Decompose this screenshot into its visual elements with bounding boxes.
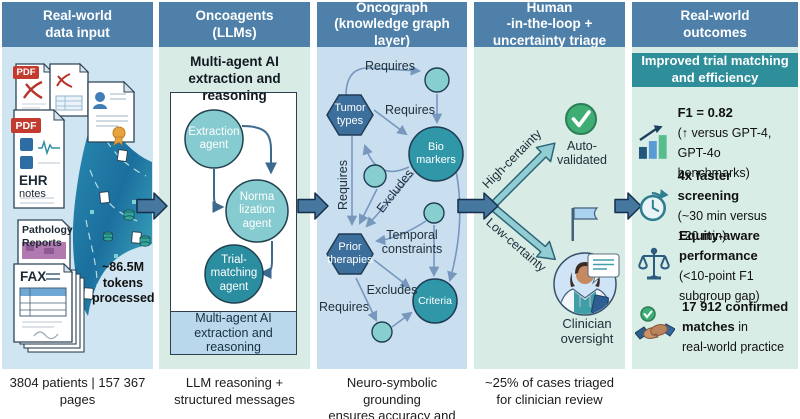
edge-label-requires-top: Requires [364, 59, 416, 73]
ehr-notes-label: notes [19, 188, 46, 200]
edge-label-excludes-lower: Excludes [366, 283, 418, 297]
caption-data-input: 3804 patients | 157 367 pages [9, 375, 146, 407]
pathology-reports-label: Pathology Reports [22, 224, 73, 249]
pdf-badge: PDF [13, 66, 39, 79]
scale-icon [638, 248, 670, 280]
header-real-world-outcomes: Real-world outcomes [632, 2, 798, 47]
outcomes-banner: Improved trial matching and efficiency [632, 53, 798, 87]
panel-data-input [2, 47, 153, 369]
trial-matching-agent-label: Trial- matching agent [210, 254, 258, 293]
clinician-oversight-label: Clinician oversight [560, 316, 614, 346]
agents-box-footer: Multi-agent AI extraction and reasoning [171, 311, 296, 354]
auto-validated-label: Auto- validated [556, 139, 608, 167]
header-oncoagents: Oncoagents (LLMs) [159, 2, 310, 47]
caption-triage: ~25% of cases triaged for clinician revi… [485, 375, 614, 407]
fax-label: FAX [20, 269, 47, 284]
outcome-text: 17 912 confirmed matches in real-world p… [682, 299, 789, 355]
normalization-agent-label: Norma lization agent [239, 191, 275, 230]
tumor-types-label: Tumor types [334, 102, 366, 127]
edge-label-requires-mid: Requires [384, 103, 436, 117]
header-human-in-the-loop: Human -in-the-loop + uncertainty triage [474, 0, 625, 48]
outcome-item-f1: F1 = 0.82 (↑ versus GPT-4, GPT-4o benchm… [637, 103, 795, 184]
outcome-text: 4x faster screening (~30 min versus 120 … [677, 168, 767, 244]
prior-therapies-label: Prior therapies [327, 241, 373, 266]
biomarkers-label: Bio markers [416, 141, 456, 166]
header-oncograph: Oncograph (knowledge graph layer) [317, 0, 467, 48]
extraction-agent-label: Extraction agent [188, 125, 240, 151]
clock-icon [639, 189, 669, 222]
edge-label-requires-left: Requires [336, 159, 350, 211]
header-real-world-data-input: Real-world data input [2, 2, 153, 47]
caption-oncoagents: LLM reasoning + structured messages [174, 375, 295, 407]
outcome-text: F1 = 0.82 (↑ versus GPT-4, GPT-4o benchm… [677, 105, 772, 181]
oncoagents-panel-title: Multi-agent AI extraction and reasoning [188, 54, 281, 103]
edge-label-temporal-constraints: Temporal constraints [381, 228, 443, 256]
outcome-item-equity: Equity-aware performance (<10-point F1 s… [638, 226, 795, 307]
outcome-text: Equity-aware performance (<10-point F1 s… [679, 228, 760, 304]
caption-oncograph: Neuro-symbolic grounding ensures accurac… [328, 375, 456, 419]
outcome-item-matches: 17 912 confirmed matches in real-world p… [635, 297, 795, 357]
pdf-badge: PDF [11, 118, 41, 133]
edge-label-requires-lower: Requires [318, 300, 370, 314]
bar-chart-icon [638, 125, 667, 160]
outcome-item-speed: 4x faster screening (~30 min versus 120 … [637, 166, 795, 247]
ehr-label: EHR [19, 173, 48, 188]
handshake-icon [635, 306, 675, 340]
tokens-processed-label: ~86.5M tokens processed [92, 260, 155, 306]
